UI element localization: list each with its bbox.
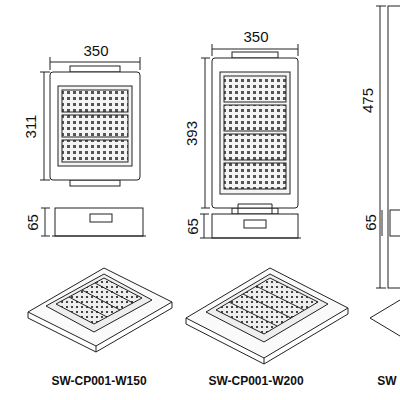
dimension-value: 393 — [185, 119, 200, 146]
dimension-value: 350 — [82, 43, 109, 58]
dimension-value: 311 — [23, 113, 38, 139]
dimension-value: 65 — [363, 213, 378, 232]
dimension-value: 475 — [361, 86, 376, 113]
model-name: SW-CP001-W150 — [50, 375, 147, 387]
dimension-value: 350 — [242, 29, 269, 44]
dimension-value: 65 — [185, 217, 200, 236]
dimension-value: 65 — [25, 213, 40, 232]
model-name: SW-CP001-W200 — [207, 375, 304, 387]
model-name: SW — [376, 375, 397, 387]
